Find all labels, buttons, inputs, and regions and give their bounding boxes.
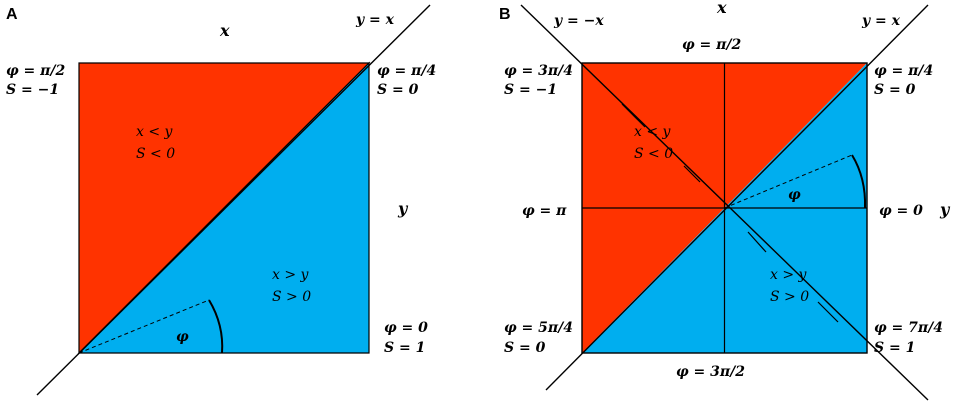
panel-a-tl-s: S = −1 bbox=[6, 82, 59, 98]
panel-b-bl-phi: φ = 5π/4 bbox=[504, 320, 573, 336]
panel-a-tl-phi: φ = π/2 bbox=[6, 63, 66, 79]
panel-b-left-mid: φ = π bbox=[522, 203, 567, 219]
panel-b-tl-s: S = −1 bbox=[504, 82, 557, 98]
panel-b-blue-ineq: x > y bbox=[770, 267, 808, 283]
panel-a-blue-ineq: x > y bbox=[272, 267, 310, 283]
panel-a-diag-label: y = x bbox=[355, 12, 395, 28]
panel-a-tr-s: S = 0 bbox=[377, 82, 419, 98]
panel-b-tr-phi: φ = π/4 bbox=[874, 63, 933, 79]
panel-b-tl-phi: φ = 3π/4 bbox=[504, 63, 573, 79]
panel-b-blue-s: S > 0 bbox=[770, 289, 809, 305]
panel-b-diag-pos-label: y = x bbox=[861, 13, 901, 29]
panel-a-dashed-ray bbox=[78, 299, 210, 354]
panel-a-tr-phi: φ = π/4 bbox=[377, 63, 436, 79]
panel-a-angle-arc bbox=[208, 299, 224, 354]
panel-b-dashed-ray bbox=[724, 154, 853, 209]
panel-b-leader-blue bbox=[747, 231, 767, 253]
panel-b-br-s: S = 1 bbox=[874, 340, 915, 356]
panel-b-axis-y: y bbox=[939, 200, 951, 219]
panel-b: B x y y = x y = −x φ = π/2 φ = 3π/2 φ = … bbox=[499, 0, 951, 401]
panel-b-diagonal-pos bbox=[545, 4, 929, 391]
panel-b-tr-s: S = 0 bbox=[874, 82, 916, 98]
panel-a-angle-phi: φ bbox=[176, 329, 189, 345]
panel-a-red-s: S < 0 bbox=[136, 146, 175, 162]
panel-b-bl-s: S = 0 bbox=[504, 340, 546, 356]
panel-a-diagonal-line bbox=[36, 4, 431, 396]
panel-a-br-phi: φ = 0 bbox=[384, 320, 428, 336]
panel-a-blue-s: S > 0 bbox=[272, 289, 311, 305]
panel-b-top-mid: φ = π/2 bbox=[682, 37, 742, 53]
panel-b-red-ineq: x < y bbox=[634, 124, 672, 140]
panel-a-label: A bbox=[6, 6, 18, 23]
panel-b-diagonal-neg bbox=[520, 4, 929, 401]
panel-b-right-mid: φ = 0 bbox=[879, 203, 923, 219]
panel-a-axis-y: y bbox=[397, 199, 409, 218]
panel-a: A x y y = x φ = π/2 S = −1 φ = π/4 S = 0… bbox=[6, 4, 436, 396]
panel-b-angle-arc bbox=[851, 154, 867, 209]
panel-b-diag-neg-label: y = −x bbox=[553, 13, 604, 29]
panel-a-axis-x: x bbox=[219, 21, 230, 40]
panel-b-br-phi: φ = 7π/4 bbox=[874, 320, 943, 336]
panel-b-angle-phi: φ bbox=[788, 187, 801, 203]
panel-b-leader-red-2 bbox=[683, 165, 701, 183]
panel-b-red-s: S < 0 bbox=[634, 146, 673, 162]
panel-b-bottom-mid: φ = 3π/2 bbox=[676, 364, 745, 380]
panel-a-br-s: S = 1 bbox=[384, 340, 425, 356]
panel-a-red-ineq: x < y bbox=[136, 124, 174, 140]
panel-b-axis-x: x bbox=[716, 0, 727, 17]
panel-b-leader-blue-2 bbox=[817, 301, 839, 323]
panel-b-label: B bbox=[499, 6, 511, 23]
panel-b-leader-red bbox=[621, 103, 646, 128]
